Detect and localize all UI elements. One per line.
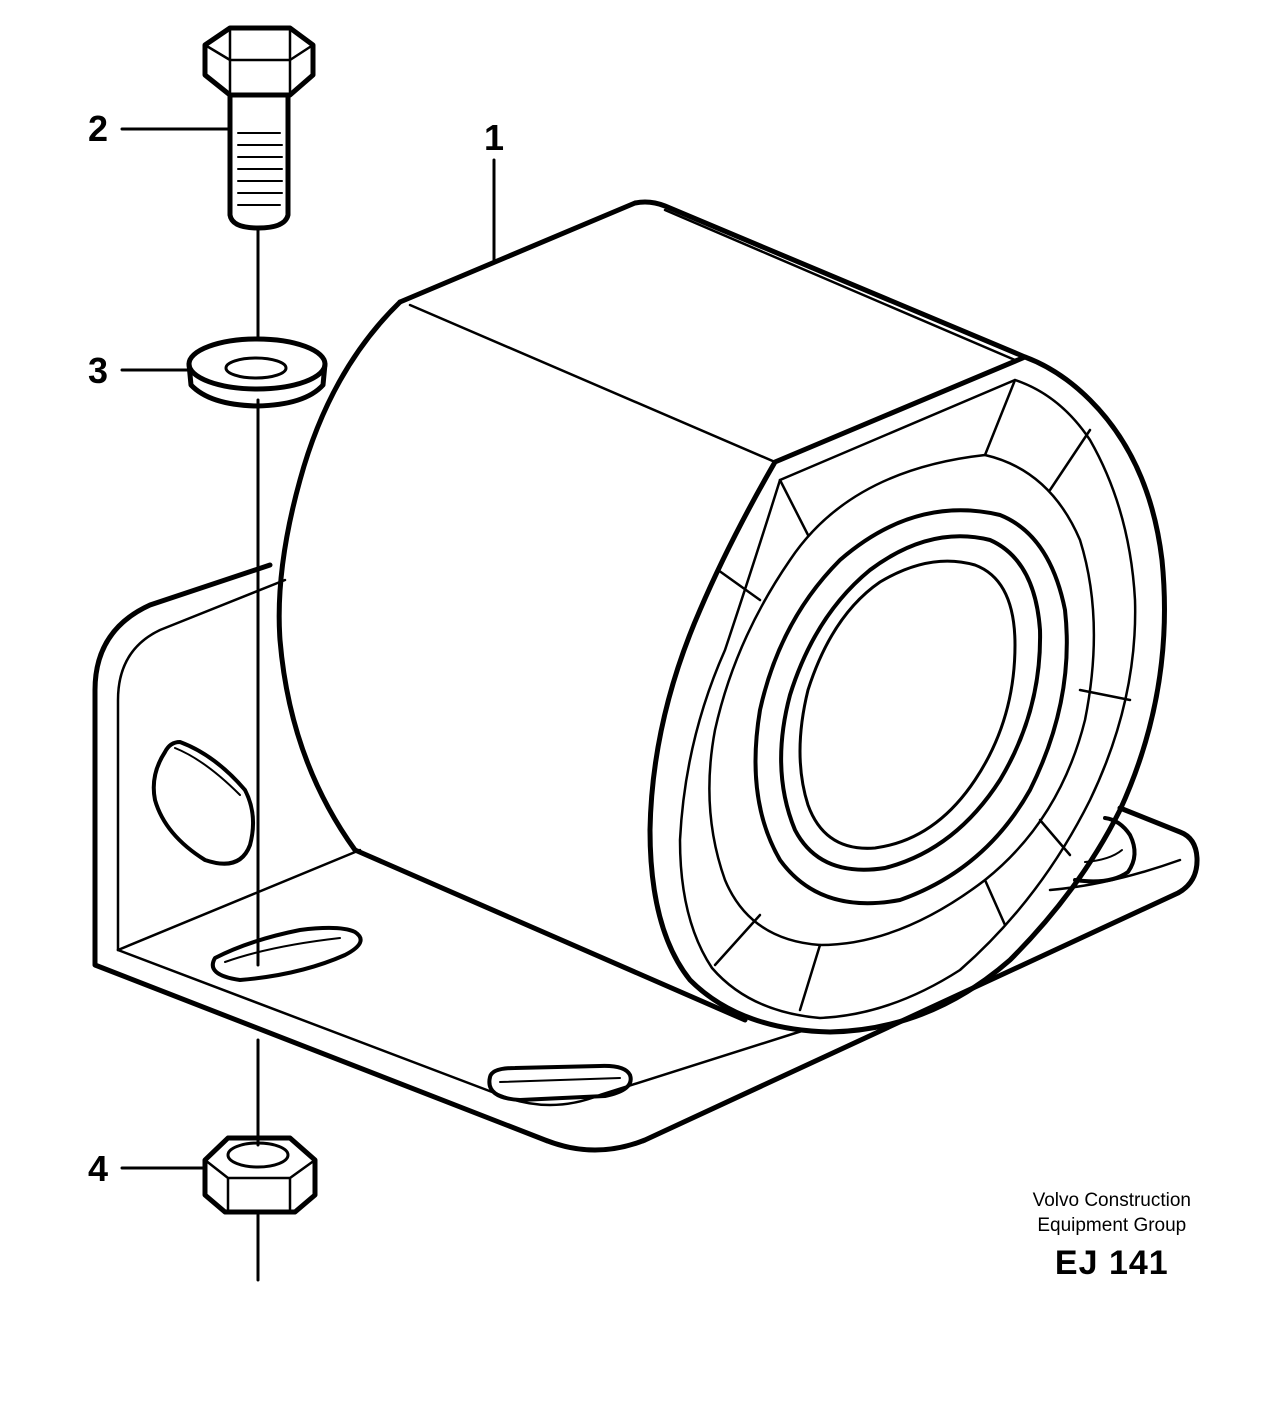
bolt-head <box>202 25 316 98</box>
mounting-bracket <box>92 562 1200 1153</box>
bolt-shank <box>227 92 291 231</box>
credit-company-line-1: Volvo Construction <box>1032 1190 1191 1211</box>
bracket-floor-slot-front-inner <box>499 1077 621 1083</box>
reverse-alarm-body <box>276 199 1167 1035</box>
body-bottom-edge <box>352 847 748 1023</box>
callout-2: 2 <box>88 108 108 149</box>
bracket-floor-edge-right <box>1048 858 1182 892</box>
bolt-thread-lines <box>237 132 283 206</box>
speaker-outer-ring <box>753 508 1069 906</box>
bracket-wall-slot-inner <box>174 747 241 796</box>
hex-bolt <box>202 25 316 231</box>
bezel-segment-dividers <box>713 378 1132 1012</box>
bracket-inner-edge <box>116 578 287 952</box>
body-front-ring-2 <box>678 378 1137 1020</box>
washer-top <box>186 336 328 392</box>
hex-nut <box>202 1135 318 1215</box>
credit-company-line-2: Equipment Group <box>1037 1215 1187 1236</box>
bracket-floor-slot-front <box>487 1063 633 1102</box>
body-front-crease <box>408 303 777 464</box>
drawing-credit-block: Volvo Construction Equipment Group EJ 14… <box>1033 1188 1191 1283</box>
bracket-floor-slot-right <box>1073 816 1137 884</box>
bracket-wall-slot <box>151 740 256 866</box>
body-side-curve <box>276 299 403 853</box>
washer-hole <box>224 356 288 380</box>
speaker-inner-ring <box>779 534 1043 872</box>
bracket-floor-slot-left-inner <box>224 937 341 963</box>
callout-1: 1 <box>484 117 504 158</box>
body-top-edge-inner <box>663 208 1017 362</box>
body-top-edge <box>397 199 1028 360</box>
body-bezel-inner-ring <box>708 453 1096 947</box>
body-front-outer-ring <box>647 354 1167 1035</box>
bracket-floor-slot-left <box>210 925 363 982</box>
callout-leaders <box>120 127 496 1170</box>
nut-facets <box>203 1158 317 1214</box>
bracket-fold-line <box>116 848 362 952</box>
bolt-head-facets <box>203 26 315 97</box>
drawing-code: EJ 141 <box>1054 1244 1169 1282</box>
callout-4: 4 <box>88 1148 108 1189</box>
flat-washer <box>186 336 328 409</box>
bracket-outline <box>92 562 1200 1153</box>
speaker-cone <box>798 559 1017 850</box>
nut-body <box>202 1135 318 1215</box>
nut-hole <box>226 1141 290 1169</box>
callout-3: 3 <box>88 350 108 391</box>
